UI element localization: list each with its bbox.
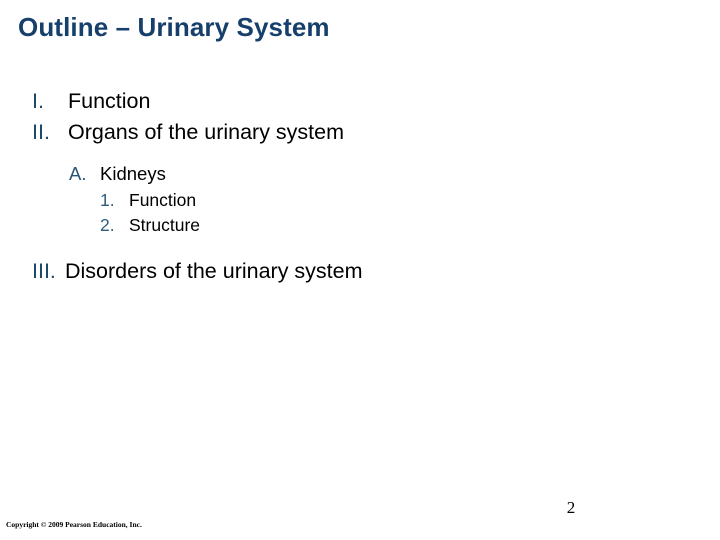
outline-marker-i: I. [32,89,44,113]
outline-list: I. Function II. Organs of the urinary sy… [0,86,700,287]
outline-item-a-2: 2. Structure [0,213,700,238]
page-number: 2 [566,498,576,517]
outline-label-iii: Disorders of the urinary system [65,259,363,283]
outline-marker-a: A. [69,163,87,184]
copyright-notice: Copyright © 2009 Pearson Education, Inc. [6,520,142,529]
outline-item-i: I. Function [0,86,700,117]
outline-item-a-1: 1. Function [0,188,700,213]
page-title: Outline – Urinary System [18,12,330,42]
outline-marker-a-2: 2. [100,215,115,235]
outline-label-a: Kidneys [100,163,166,184]
outline-marker-a-1: 1. [100,190,115,210]
outline-marker-iii: III. [32,259,56,283]
outline-item-ii: II. Organs of the urinary system [0,117,700,148]
outline-item-iii: III. Disorders of the urinary system [0,256,700,287]
outline-marker-ii: II. [32,120,50,144]
outline-label-a-1: Function [129,190,197,210]
outline-label-a-2: Structure [129,215,200,235]
outline-label-ii: Organs of the urinary system [68,120,345,144]
outline-item-a: A. Kidneys [0,160,700,188]
outline-label-i: Function [68,89,151,113]
